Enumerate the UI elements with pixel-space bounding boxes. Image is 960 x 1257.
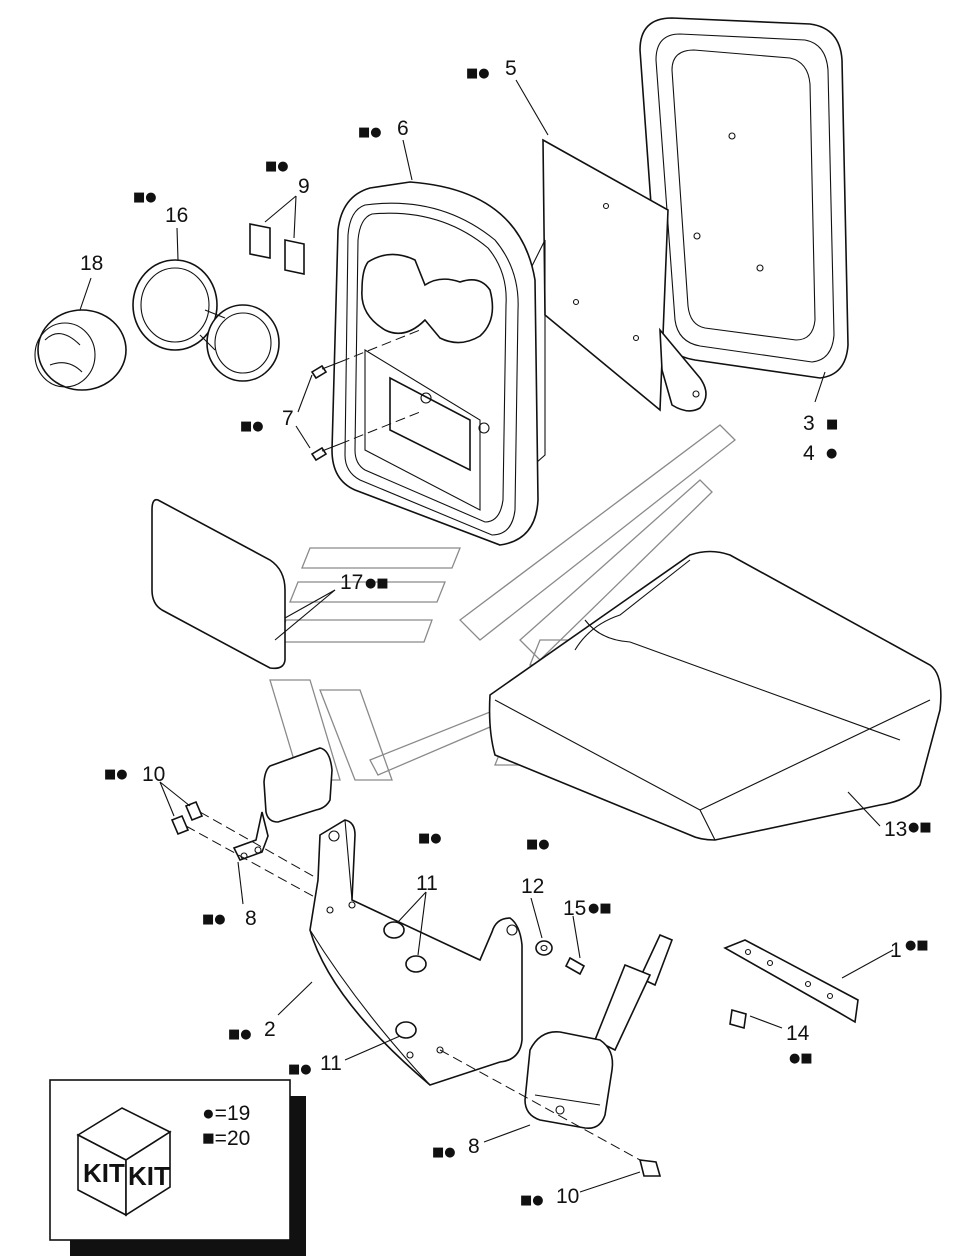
mounting-strip — [723, 939, 859, 1024]
callout-13-number: 13 — [884, 818, 907, 841]
screws — [310, 329, 421, 462]
callout-14-number: 14 — [786, 1022, 810, 1045]
belt-buckle-upper — [232, 747, 333, 861]
callout-10-lower-symbols: ■● — [520, 1193, 544, 1208]
callout-6-symbols: ■● — [358, 125, 382, 140]
callout-1-number: 1 — [890, 939, 902, 962]
bolt-lower — [638, 1159, 662, 1177]
leader-lines — [79, 79, 894, 1193]
callout-2-symbols: ■● — [228, 1027, 252, 1042]
back-cushion — [639, 17, 849, 379]
callout-11-upper-symbols: ■● — [418, 831, 442, 846]
callout-7-number: 7 — [282, 407, 294, 430]
callout-9-number: 9 — [298, 175, 310, 198]
callout-17-number: 17 — [340, 571, 363, 594]
callout-17-symbols: ●■ — [365, 576, 389, 591]
back-shell — [331, 181, 539, 546]
small-screw — [564, 956, 586, 976]
callout-9-symbols: ■● — [265, 159, 289, 174]
callout-11-lower-symbols: ■● — [288, 1062, 312, 1077]
bolts-upper — [170, 800, 321, 901]
callout-6-number: 6 — [397, 117, 409, 140]
legend-square: ■=20 — [202, 1127, 250, 1150]
mounting-bracket — [309, 819, 523, 1086]
callout-12-number: 12 — [521, 875, 544, 898]
callout-13-symbols: ●■ — [908, 820, 932, 835]
callout-7-symbols: ■● — [240, 419, 264, 434]
callout-8-upper-symbols: ■● — [202, 912, 226, 927]
callout-10-upper-number: 10 — [142, 763, 165, 786]
callout-14-symbols: ●■ — [789, 1051, 813, 1066]
side-panel — [151, 498, 286, 670]
callout-15-symbols: ●■ — [588, 901, 612, 916]
pads — [249, 223, 305, 275]
kit-face-right: KIT — [128, 1161, 170, 1191]
seat-cushion — [488, 550, 942, 841]
callout-5-number: 5 — [505, 57, 517, 80]
callout-16-symbols: ■● — [133, 190, 157, 205]
callout-4-symbols: ● — [826, 446, 837, 461]
callout-10-lower-number: 10 — [556, 1185, 579, 1208]
legend-circle: ●=19 — [202, 1102, 250, 1125]
callout-8-upper-number: 8 — [245, 907, 257, 930]
cup-holder-ring — [132, 259, 280, 382]
callout-1-symbols: ●■ — [905, 938, 929, 953]
callout-8-lower-number: 8 — [468, 1135, 480, 1158]
back-plate — [527, 138, 707, 472]
callout-labels: ■● 5 ■● 6 ■● 9 ■● 16 18 ■● 7 3 ■ 4 ● 17 … — [80, 57, 932, 1208]
seat-belt-retractor — [439, 933, 674, 1161]
kit-face-left: KIT — [83, 1158, 125, 1188]
bolt-14 — [729, 1008, 747, 1030]
callout-11-upper-number: 11 — [416, 872, 438, 895]
cup-cap — [34, 309, 127, 391]
callout-12-symbols: ■● — [526, 837, 550, 852]
callout-18-number: 18 — [80, 252, 103, 275]
callout-3-number: 3 — [803, 412, 815, 435]
washer — [535, 940, 553, 956]
callout-3-symbols: ■ — [826, 417, 838, 432]
callout-10-upper-symbols: ■● — [104, 767, 128, 782]
nuts — [383, 921, 427, 1039]
kit-legend-box: KIT KIT ●=19 ■=20 — [49, 1079, 306, 1256]
callout-11-lower-number: 11 — [320, 1052, 342, 1075]
callout-8-lower-symbols: ■● — [432, 1145, 456, 1160]
callout-16-number: 16 — [165, 204, 188, 227]
callout-2-number: 2 — [264, 1018, 276, 1041]
callout-5-symbols: ■● — [466, 66, 490, 81]
kit-cube-icon — [76, 1107, 172, 1217]
callout-15-number: 15 — [563, 897, 586, 920]
callout-4-number: 4 — [803, 442, 815, 465]
